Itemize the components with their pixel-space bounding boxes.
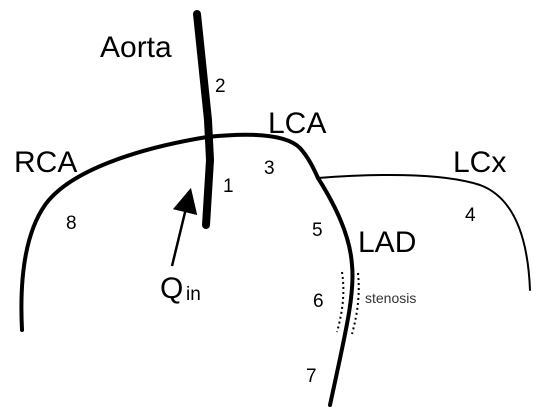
lad-label: LAD [358, 226, 416, 259]
aorta-vessel [193, 10, 214, 229]
aorta-label: Aorta [100, 31, 172, 64]
stenosis-marker-right [351, 272, 360, 335]
segment-7-label: 7 [306, 366, 317, 387]
lcx-vessel [317, 174, 531, 291]
segment-8-label: 8 [66, 213, 77, 234]
flow-arrow [170, 187, 198, 267]
segment-6-label: 6 [313, 291, 324, 312]
lca-vessel [205, 132, 320, 180]
lca-label: LCA [268, 107, 326, 140]
rca-vessel [19, 135, 209, 332]
flow-subscript: in [186, 284, 201, 305]
stenosis-label: stenosis [365, 290, 416, 306]
segment-5-label: 5 [312, 220, 323, 241]
segment-2-label: 2 [215, 76, 226, 97]
lcx-label: LCx [453, 146, 506, 179]
segment-4-label: 4 [465, 205, 476, 226]
rca-label: RCA [14, 146, 77, 179]
stenosis-marker-left [336, 271, 345, 333]
segment-3-label: 3 [264, 158, 275, 179]
lad-vessel [316, 176, 355, 407]
flow-label: Q [160, 272, 183, 305]
segment-1-label: 1 [223, 176, 234, 197]
